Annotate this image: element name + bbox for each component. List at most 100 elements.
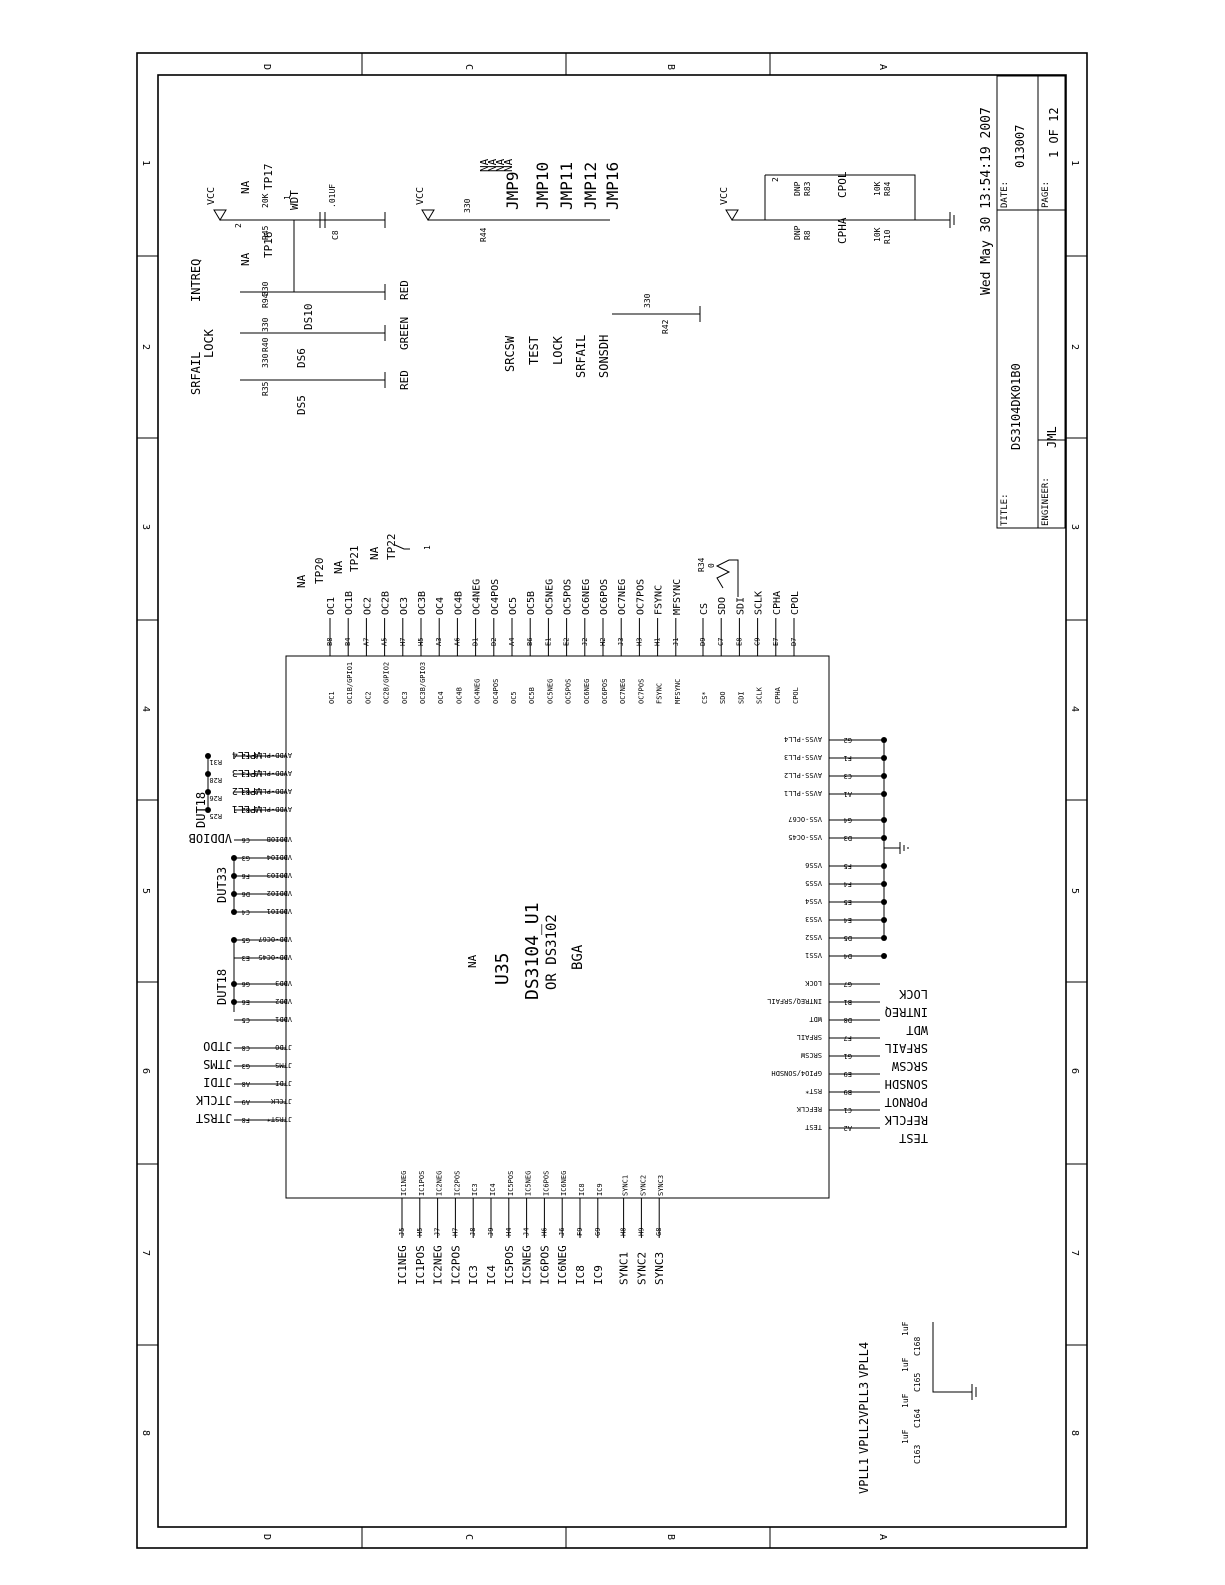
top-pin-net: MFSYNC (672, 579, 683, 615)
bottom-pin-fn: IC8 (578, 1183, 586, 1196)
ds5-label: DS5 (295, 395, 308, 415)
r35-value: 330 (261, 353, 270, 368)
tp22-pin1: 1 (423, 545, 432, 550)
zone-letter: B (665, 64, 676, 70)
top-pin-fn: SDO (719, 691, 727, 704)
spi-vcc: VCC (719, 187, 730, 205)
top-pin-net: OC4NEG (472, 579, 483, 615)
bottom-pin-ball: H6 (540, 1228, 548, 1236)
top-pin-ball: D2 (490, 638, 498, 646)
r84-value: 10K (873, 181, 882, 196)
top-pin-net: OC1B (344, 591, 355, 615)
left-pin-ball: G3 (242, 854, 250, 862)
led-green: GREEN (398, 317, 411, 350)
timestamp: Wed May 30 13:54:19 2007 (979, 107, 994, 295)
zone-dividers (137, 53, 1087, 1548)
jumper-section: VCC 330 R44 NA NA NA NA JMP9 JMP10 JMP11… (415, 158, 701, 378)
top-pin-net: OC3B (417, 591, 428, 615)
top-pin-net: OC5POS (563, 579, 574, 615)
top-pin-fn: OC3 (401, 691, 409, 704)
right-pin-fn: VSS1 (805, 951, 822, 959)
zone-number: 8 (1069, 1430, 1080, 1436)
top-pin-ball: H5 (417, 638, 425, 646)
top-pin-fn: OC5B (528, 687, 536, 704)
r8-dnp: DNP (793, 225, 802, 240)
right-pin-fn: AVSS-PLL1 (784, 789, 822, 797)
left-pin-ball: G6 (242, 980, 250, 988)
zone-number: 6 (140, 1068, 151, 1074)
right-pin-ball: D3 (844, 834, 852, 842)
tp20-na: NA (295, 574, 308, 588)
right-pin-ball: F4 (844, 880, 852, 888)
top-pin-net: OC4B (453, 591, 464, 615)
left-pin-fn: VDDIO4 (267, 853, 292, 861)
c165-label: C165 (913, 1373, 922, 1392)
left-pin-fn: JTDI (275, 1079, 292, 1087)
top-pin-ball: A4 (508, 638, 516, 646)
zone-letter: D (261, 1534, 272, 1540)
left-pin-fn: AVDD-PLL1 (254, 805, 292, 813)
bottom-pin-ball: F9 (576, 1228, 584, 1236)
zone-number: 8 (140, 1430, 151, 1436)
left-pin-ball: E6 (242, 998, 250, 1006)
top-pin-fn: OC2 (364, 691, 372, 704)
bottom-pin-net: IC8 (574, 1265, 587, 1285)
left-pin-fn: VDD2 (275, 997, 292, 1005)
bottom-pin-net: SYNC2 (635, 1252, 648, 1285)
left-pin-ball: F3 (242, 770, 250, 778)
led-red-bottom: RED (398, 370, 411, 390)
zone-number: 4 (140, 706, 151, 712)
top-pin-fn: OC4NEG (474, 679, 482, 704)
top-pin-fn: OC7NEG (619, 679, 627, 704)
zone-letter: D (261, 64, 272, 70)
right-pin-fn: REFCLK (796, 1105, 822, 1113)
right-pin-ball: A1 (844, 790, 852, 798)
zone-number: 2 (1069, 344, 1080, 350)
right-pin-ball: C3 (844, 772, 852, 780)
right-pin-fn: VSS-OC67 (788, 815, 822, 823)
c8-label: C8 (331, 230, 340, 240)
title-block: Wed May 30 13:54:19 2007 DATE: 013007 PA… (979, 75, 1066, 529)
top-pin-net: OC2 (362, 597, 373, 615)
inner-border (157, 74, 1067, 1528)
right-pin-fn: INTREQ/SRFAIL (767, 997, 822, 1005)
r40-value: 330 (261, 317, 270, 332)
top-pin-fn: OC4 (437, 691, 445, 704)
top-pin-ball: B4 (344, 638, 352, 646)
left-pin-fn: AVDD-PLL4 (254, 751, 292, 759)
dut33-label: DUT33 (215, 867, 229, 903)
jmp-net-test: TEST (527, 336, 541, 365)
top-pin-fn: CPHA (774, 686, 782, 704)
left-pin-ball: C4 (242, 908, 250, 916)
bottom-pin-ball: J4 (523, 1228, 531, 1236)
bottom-pin-ball: J6 (558, 1228, 566, 1236)
zone-number: 5 (1069, 888, 1080, 894)
top-pin-fn: CPOL (792, 687, 800, 704)
c164-label: C164 (913, 1409, 922, 1428)
top-pin-net: OC4POS (490, 579, 501, 615)
top-pin-ball: H7 (399, 638, 407, 646)
right-pin-fn: VSS-OC45 (788, 833, 822, 841)
zone-number: 7 (1069, 1250, 1080, 1256)
top-pin-fn: OC5 (510, 691, 518, 704)
spi-cpol: CPOL (836, 171, 849, 198)
zone-number: 4 (1069, 706, 1080, 712)
zone-number: 7 (140, 1250, 151, 1256)
bottom-pin-fn: SYNC3 (657, 1175, 665, 1196)
right-pin-ball: E5 (844, 898, 852, 906)
left-pin-fn: VDDIO1 (267, 907, 292, 915)
left-nets: DUT18 DUT33 DUT18 (194, 792, 235, 1012)
bottom-pin-fn: SYNC1 (622, 1175, 630, 1196)
left-pin-fn: VDD3 (275, 979, 292, 987)
right-pin-ball: B1 (844, 998, 852, 1006)
right-gnd-bus (883, 738, 909, 938)
right-pin-fn: LOCK (804, 979, 822, 987)
top-pin-fn: FSYNC (656, 683, 664, 704)
c168-label: C168 (913, 1337, 922, 1356)
left-pin-fn: JTRST* (267, 1115, 292, 1123)
jmp16-label: JMP16 (603, 162, 622, 210)
left-pin-fn: VDDIO3 (267, 871, 292, 879)
top-pin-ball: E8 (735, 638, 743, 646)
bottom-pin-fn: IC9 (596, 1183, 604, 1196)
top-pin-fn: SDI (737, 691, 745, 704)
